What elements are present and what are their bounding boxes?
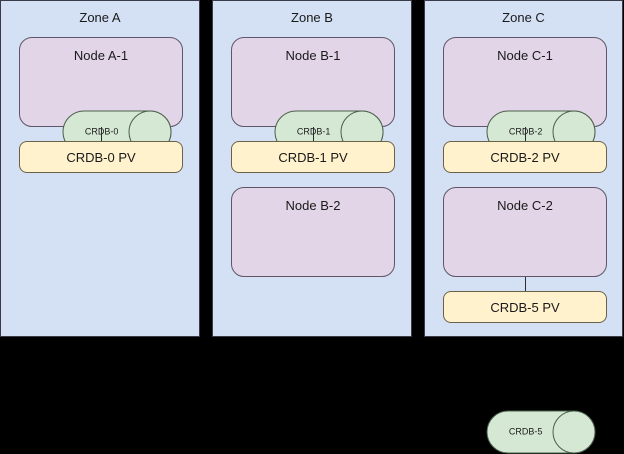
node-box-b-1[interactable]: Node B-1 CRDB-1 bbox=[231, 37, 395, 154]
connector-node-b-1-to-pv bbox=[313, 127, 314, 141]
connector-node-a-1-to-pv bbox=[101, 127, 102, 141]
zone-title-c: Zone C bbox=[502, 10, 545, 25]
node-box-a-1[interactable]: Node A-1 CRDB-0 bbox=[19, 37, 183, 154]
pv-label-crdb-0-pv: CRDB-0 PV bbox=[66, 149, 136, 165]
zone-panel-a[interactable]: Zone A Node A-1 CRDB-0 CRDB-0 PV bbox=[0, 0, 200, 337]
pv-box-crdb-1-pv[interactable]: CRDB-1 PV bbox=[231, 141, 395, 173]
node-box-b-2[interactable]: Node B-2 bbox=[231, 187, 395, 277]
pv-label-crdb-2-pv: CRDB-2 PV bbox=[490, 149, 560, 165]
node-title-b-2: Node B-2 bbox=[285, 198, 341, 213]
connector-node-c-2-to-pv bbox=[525, 277, 526, 291]
pv-box-crdb-2-pv[interactable]: CRDB-2 PV bbox=[443, 141, 607, 173]
pv-box-crdb-0-pv[interactable]: CRDB-0 PV bbox=[19, 141, 183, 173]
zone-panel-b[interactable]: Zone B Node B-1 CRDB-1 CRDB-1 PV Node B-… bbox=[212, 0, 412, 337]
pv-label-crdb-1-pv: CRDB-1 PV bbox=[278, 149, 348, 165]
node-box-c-1[interactable]: Node C-1 CRDB-2 bbox=[443, 37, 607, 154]
node-title-c-1: Node C-1 bbox=[497, 48, 553, 63]
pv-box-crdb-5-pv[interactable]: CRDB-5 PV bbox=[443, 291, 607, 323]
zone-title-b: Zone B bbox=[291, 10, 333, 25]
zone-panel-c[interactable]: Zone C Node C-1 CRDB-2 CRDB-2 PV Node C-… bbox=[424, 0, 623, 454]
node-title-a-1: Node A-1 bbox=[73, 48, 129, 63]
pv-label-crdb-5-pv: CRDB-5 PV bbox=[490, 299, 560, 315]
node-box-c-2[interactable]: Node C-2 CRDB-5 bbox=[443, 187, 607, 454]
node-title-b-1: Node B-1 bbox=[285, 48, 341, 63]
zone-title-a: Zone A bbox=[79, 10, 121, 25]
database-cylinder-crdb-5[interactable]: CRDB-5 bbox=[486, 410, 596, 454]
node-title-c-2: Node C-2 bbox=[497, 198, 553, 213]
connector-node-c-1-to-pv bbox=[525, 127, 526, 141]
